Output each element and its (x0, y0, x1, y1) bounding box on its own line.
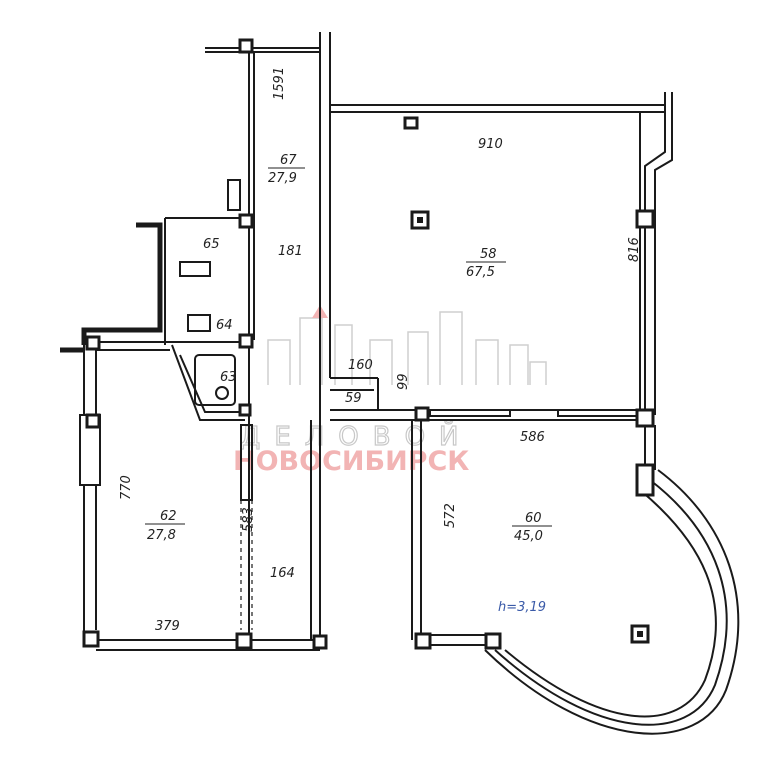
room-60-number: 60 (525, 511, 542, 526)
dim-164: 164 (270, 566, 295, 581)
dim-379: 379 (155, 619, 180, 634)
column-inner (417, 217, 643, 637)
dim-181: 181 (278, 244, 303, 259)
watermark-line2: НОВОСИБИРСК (233, 446, 469, 477)
dim-910: 910 (478, 137, 503, 152)
dim-586: 586 (520, 430, 545, 445)
room-62-number: 62 (160, 509, 177, 524)
dim-583: 583 (241, 507, 256, 532)
room-63-number: 63 (220, 370, 237, 385)
room-67-number: 67 (280, 153, 297, 168)
dim-816: 816 (627, 237, 642, 262)
dim-1591: 1591 (272, 67, 287, 100)
room-65-number: 65 (203, 237, 220, 252)
watermark-logo (267, 305, 547, 385)
dim-160: 160 (348, 358, 373, 373)
room-58-area: 67,5 (466, 265, 495, 280)
room-60-area: 45,0 (514, 529, 543, 544)
room-62-area: 27,8 (147, 528, 176, 543)
watermark-line1: ДЕЛОВОЙ (240, 420, 473, 452)
dim-572: 572 (443, 503, 458, 528)
dim-59: 59 (345, 391, 362, 406)
room-64-number: 64 (216, 318, 233, 333)
room-58-number: 58 (480, 247, 497, 262)
ceiling-height: h=3,19 (498, 600, 546, 615)
columns (82, 38, 655, 650)
walls (60, 32, 740, 735)
dim-99: 99 (396, 373, 411, 390)
dim-770: 770 (119, 475, 134, 500)
room-67-area: 27,9 (268, 171, 297, 186)
